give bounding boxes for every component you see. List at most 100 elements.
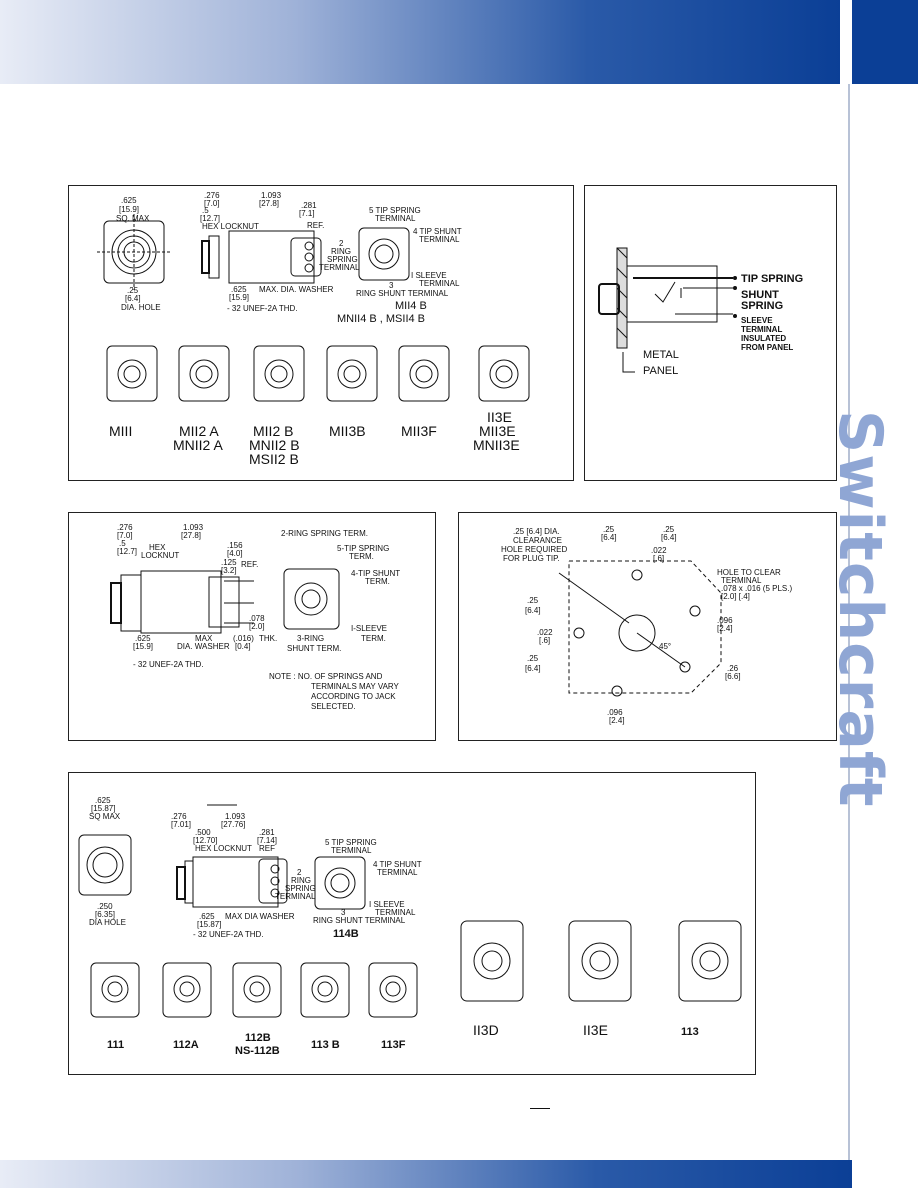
tip-shunt-label: 4-TIP SHUNT [351,569,400,578]
mounting-outline [568,560,722,694]
dim-64: [6.4] [601,533,617,542]
dim-5: .5 [119,539,126,548]
dim-26: .26 [727,664,739,673]
term-2b: SPRING [285,884,316,893]
variant-label: MNII3E [473,437,520,453]
dim-6: [.6] [539,636,550,645]
dim-500: .500 [195,828,211,837]
dim-25: .25 [127,286,139,295]
dim-096: .096 [717,616,733,625]
dim-625: .625 [121,196,137,205]
term-3: 3 [389,281,394,290]
dim-1093: 1.093 [183,523,204,532]
note-text: SELECTED. [311,702,355,711]
dim-159: [15.9] [119,205,139,214]
dim-159: [15.9] [133,642,153,651]
dim-angle: 45° [659,642,671,651]
large-view-2 [568,920,632,1002]
variant-label: 113F [381,1039,406,1051]
term-2a: RING [331,247,351,256]
tip-shunt-label: TERM. [365,577,390,586]
dim-159b: [15.9] [229,293,249,302]
dim-016: (.016) [233,634,254,643]
sleeve-label: I-SLEEVE [351,624,387,633]
panel1-drawing: .625 [15.9] SQ. MAX .25 [6.4] DIA. HOLE … [97,191,530,467]
term-3b: RING SHUNT TERMINAL [356,289,449,298]
dim-25: .25 [663,525,675,534]
term-2c: TERMINAL [319,263,360,272]
dim-hex: HEX LOCKNUT [195,844,252,853]
dim-5: .5 [202,206,209,215]
dim-625: .625 [199,912,215,921]
dim-635: [6.35] [95,910,115,919]
dim-625: .625 [135,634,151,643]
dim-clear: CLEARANCE [513,536,562,545]
term-2c: TERMINAL [275,892,316,901]
model-label: 114B [333,928,359,940]
sidebar-tab [852,0,918,84]
dim-64: [6.4] [125,294,141,303]
dim-125: .125 [221,558,237,567]
variant-label: MII3F [401,423,437,439]
variant-label: II3E [487,409,512,425]
variant-label: 112A [173,1039,199,1051]
note-text: ACCORDING TO JACK [311,692,396,701]
dim-hex: HEX [149,543,166,552]
dim-156: .156 [227,541,243,550]
variant-label: MIII [109,423,132,439]
dim-1587: [15.87] [197,920,221,929]
term-1: I SLEEVE [411,271,447,280]
dim-hex: HEX LOCKNUT [202,222,259,231]
variant-view-5 [398,345,450,402]
sleeve-label: FROM PANEL [741,343,793,352]
term-4: 4 TIP SHUNT [373,860,422,869]
dim-078: .078 [249,614,265,623]
dim-276: .276 [204,191,220,200]
variant-label: 112B [245,1032,271,1044]
variant-label: MII3B [329,423,366,439]
panel-label: PANEL [643,365,678,377]
dim-625: .625 [95,796,111,805]
dim-1093: 1.093 [225,812,246,821]
variant-label: MNII2 B [249,437,300,453]
dim-24: [2.4] [609,716,625,725]
header-band [0,0,840,84]
small-view-3 [232,962,282,1018]
panel5-drawing: .625 [15.87] SQ MAX .250 [6.35] DIA HOLE… [78,796,742,1057]
dim-64: [6.4] [525,606,541,615]
dim-70: [7.0] [117,531,133,540]
variant-label: II3E [583,1022,608,1038]
variant-label: 113 B [311,1039,340,1051]
dim-281: .281 [259,828,275,837]
bottom-mark [530,1108,550,1109]
dim-096: .096 [607,708,623,717]
term-2a: RING [291,876,311,885]
variant-label: 111 [107,1039,124,1051]
dim-24: [2.4] [717,624,733,633]
term-2b: SPRING [327,255,358,264]
dim-70: [7.0] [204,199,220,208]
variant-label: MNII2 A [173,437,223,453]
variant-label: MII3E [479,423,516,439]
sleeve-label: INSULATED [741,334,786,343]
dim-278: [27.8] [181,531,201,540]
term-2: 2 [297,868,302,877]
sleeve-label: TERM. [361,634,386,643]
dim-ref: REF. [307,221,324,230]
dim-04: [0.4] [235,642,251,651]
dim-washer: MAX DIA WASHER [225,912,295,921]
small-view-2 [162,962,212,1018]
sleeve-label: TERMINAL [741,325,782,334]
metal-label: METAL [643,349,679,361]
ring-shunt-label: 3-RING [297,634,324,643]
term-3: 3 [341,908,346,917]
dim-washer: DIA. WASHER [177,642,230,651]
dim-ref: REF. [241,560,258,569]
note-text: TERMINALS MAY VARY [311,682,400,691]
large-view-3 [678,920,742,1002]
dim-holereq: HOLE REQUIRED [501,545,567,554]
dim-25: .25 [527,596,539,605]
dim-625b: .625 [231,285,247,294]
panel-schematic: TIP SPRING SHUNT SPRING SLEEVE TERMINAL … [584,185,837,481]
term-2: 2 [339,239,344,248]
